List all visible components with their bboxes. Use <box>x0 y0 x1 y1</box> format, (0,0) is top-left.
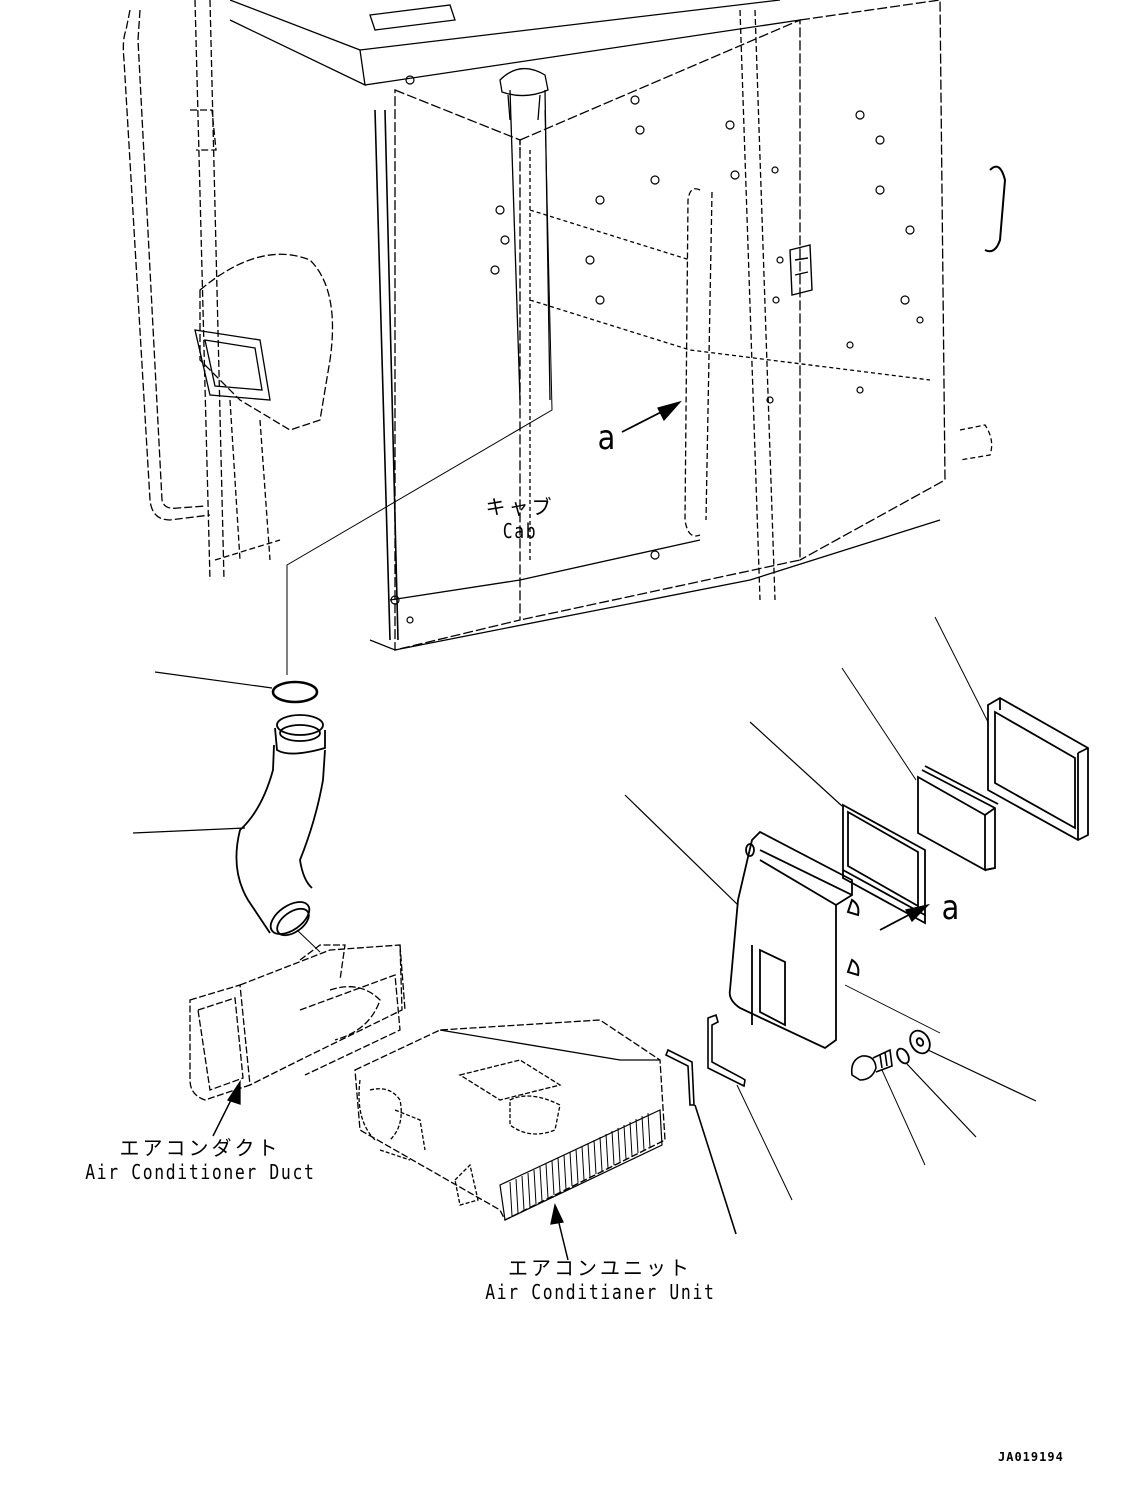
leader-bracket-u <box>737 1085 792 1200</box>
filter-element <box>918 766 998 870</box>
leader-bracket-l <box>695 1105 736 1234</box>
cab-roof-edge <box>230 0 800 85</box>
view-reference-a-cab: a <box>597 418 616 458</box>
leader-duct-to-cab <box>287 110 552 675</box>
cab-right-latch <box>790 245 812 295</box>
cab-fasteners <box>391 76 923 623</box>
leader-seal-frame <box>750 722 842 806</box>
bracket-l <box>666 1050 694 1105</box>
duct-hose <box>236 715 325 941</box>
seal-frame <box>843 805 925 923</box>
ac-unit-label-en: Air Conditianer Unit <box>485 1280 716 1304</box>
ac-unit-side-parts <box>359 1080 425 1160</box>
drawing-code: JA019194 <box>998 1450 1064 1464</box>
cab-assembly <box>123 0 1005 650</box>
cab-right-grab-handle <box>985 167 1005 252</box>
leader-hose-to-duct <box>297 930 320 952</box>
cab-floor-line <box>390 540 700 600</box>
leader-outer-frame <box>935 617 988 722</box>
bolt <box>852 1050 892 1080</box>
ac-unit-grille <box>500 1110 662 1220</box>
cab-roof-plate <box>370 5 455 30</box>
ac-duct-label-jp: エアコンダクト <box>119 1136 281 1160</box>
leader-washer <box>907 1064 976 1137</box>
leader-duct-hose <box>133 828 245 833</box>
cab-right-floor-bracket <box>960 425 992 460</box>
cab-left-handrail-inner <box>138 10 206 508</box>
bracket-u <box>708 1015 745 1086</box>
ac-unit-bracket <box>455 1165 478 1205</box>
leader-nut-washer <box>928 1050 1036 1101</box>
outer-frame <box>988 698 1088 840</box>
cab-right-pillar <box>740 10 775 600</box>
cab-left-handrail <box>123 10 210 520</box>
ac-unit-label-jp: エアコンユニット <box>508 1256 692 1280</box>
arrowhead-a-cab <box>658 402 680 420</box>
arrowhead-ac-duct <box>228 1082 240 1104</box>
leader-cover-to-washer <box>845 985 940 1033</box>
view-reference-a-filter: a <box>941 888 960 928</box>
cab-floor-edge <box>370 520 940 650</box>
cab-lower-left-frame <box>215 400 280 560</box>
air-conditioner-duct <box>190 945 405 1100</box>
cab-right-panel <box>800 0 945 560</box>
nut-washer <box>906 1027 934 1057</box>
washer <box>895 1047 912 1066</box>
ac-unit-grille-slats <box>510 1113 650 1216</box>
ac-duct-label: エアコンダクト Air Conditioner Duct <box>60 1136 340 1184</box>
cab-duct-outlet <box>500 69 548 120</box>
air-conditioner-unit <box>355 1020 665 1220</box>
cab-back-panel <box>520 20 800 620</box>
cab-front-face <box>395 90 520 650</box>
leader-bolt <box>882 1070 925 1165</box>
cab-side-duct <box>200 254 333 430</box>
leader-o-ring <box>155 672 272 688</box>
cab-label-jp: キャブ <box>485 495 555 519</box>
cab-left-pillar <box>190 0 224 580</box>
cab-inner-wall <box>520 140 930 560</box>
filter-cover <box>730 832 859 1048</box>
cab-label: キャブ Cab <box>460 495 580 543</box>
ac-unit-label: エアコンユニット Air Conditianer Unit <box>460 1256 740 1304</box>
cab-side-duct-vent <box>195 330 270 400</box>
cab-label-en: Cab <box>502 519 538 543</box>
leader-filter-element <box>842 668 916 780</box>
cab-left-front-pillar <box>375 110 398 640</box>
arrowhead-a-filter <box>906 905 928 921</box>
o-ring <box>273 682 317 702</box>
ac-duct-label-en: Air Conditioner Duct <box>85 1160 316 1184</box>
arrowhead-ac-unit <box>551 1205 563 1224</box>
leader-filter-cover <box>625 795 738 905</box>
cab-door-handle <box>685 189 712 536</box>
